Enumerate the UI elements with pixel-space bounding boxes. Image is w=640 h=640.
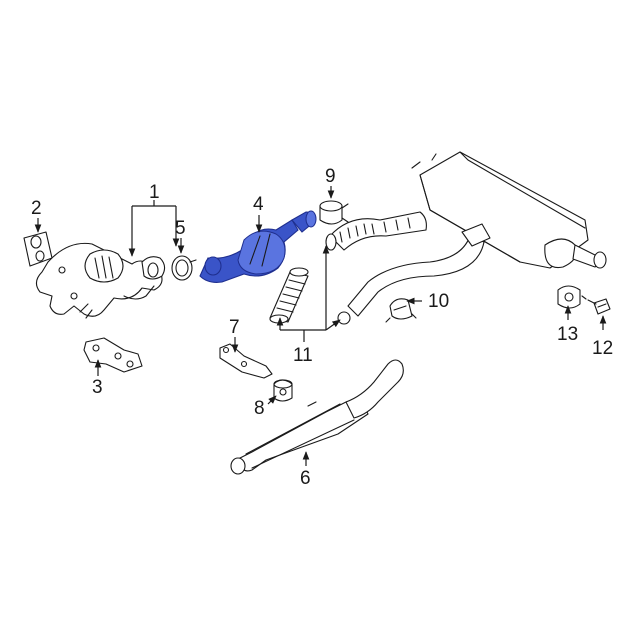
callout-3: 3 <box>92 377 103 398</box>
callout-10: 10 <box>428 291 449 312</box>
part-8-hanger-insulator[interactable] <box>273 379 293 402</box>
callout-9: 9 <box>325 166 336 187</box>
part-9-clamp[interactable] <box>319 200 349 225</box>
callout-12: 12 <box>592 338 613 359</box>
callout-1: 1 <box>149 182 160 203</box>
rear-muffler[interactable] <box>411 151 607 269</box>
callout-7: 7 <box>229 317 240 338</box>
part-7-bracket[interactable] <box>219 343 273 379</box>
leader-lines <box>34 186 607 466</box>
part-11-exhaust-pipes[interactable] <box>269 211 491 325</box>
part-6-center-muffler[interactable] <box>230 359 404 475</box>
callout-8: 8 <box>254 398 265 419</box>
callout-13: 13 <box>557 324 578 345</box>
callout-11: 11 <box>293 345 313 366</box>
callout-5: 5 <box>175 218 186 239</box>
callout-4: 4 <box>253 194 264 215</box>
part-4-catalytic-converter-highlighted[interactable] <box>199 210 317 283</box>
part-2-manifold-gasket[interactable] <box>23 231 53 267</box>
part-3-heat-shield[interactable] <box>83 337 143 373</box>
callout-6: 6 <box>300 468 311 489</box>
part-1-exhaust-manifold[interactable] <box>35 242 166 319</box>
part-10-clamp[interactable] <box>385 298 417 323</box>
part-13-hanger-insulator[interactable] <box>557 285 581 309</box>
callout-2: 2 <box>31 198 42 219</box>
part-5-gasket[interactable] <box>171 255 197 281</box>
callout-labels: 1 2 3 4 5 6 7 8 9 10 11 12 13 <box>31 166 613 489</box>
part-12-sensor[interactable] <box>581 295 611 315</box>
